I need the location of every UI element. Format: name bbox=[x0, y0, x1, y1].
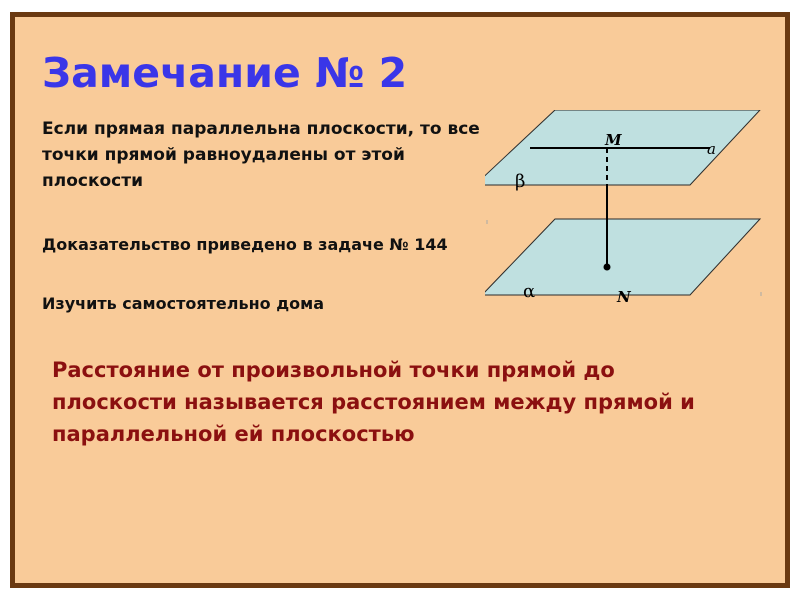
theorem-statement: Если прямая параллельна плоскости, то вс… bbox=[42, 119, 480, 191]
plane-alpha-label: α bbox=[523, 281, 535, 302]
point-n-label: N bbox=[616, 288, 632, 306]
slide-title: Замечание № 2 bbox=[42, 49, 408, 97]
distance-definition: Расстояние от произвольной точки прямой … bbox=[52, 358, 695, 446]
plane-beta-label: β bbox=[515, 171, 525, 192]
slide-frame: Замечание № 2 Если прямая параллельна пл… bbox=[10, 12, 790, 588]
line-a-label: a bbox=[707, 140, 716, 158]
parallel-planes-diagram: M a β α N bbox=[485, 110, 762, 306]
proof-reference: Доказательство приведено в задаче № 144 bbox=[42, 235, 448, 254]
homework-note: Изучить самостоятельно дома bbox=[42, 294, 325, 313]
point-m-label: M bbox=[604, 131, 622, 149]
plane-alpha bbox=[485, 218, 762, 296]
point-n bbox=[603, 263, 611, 271]
